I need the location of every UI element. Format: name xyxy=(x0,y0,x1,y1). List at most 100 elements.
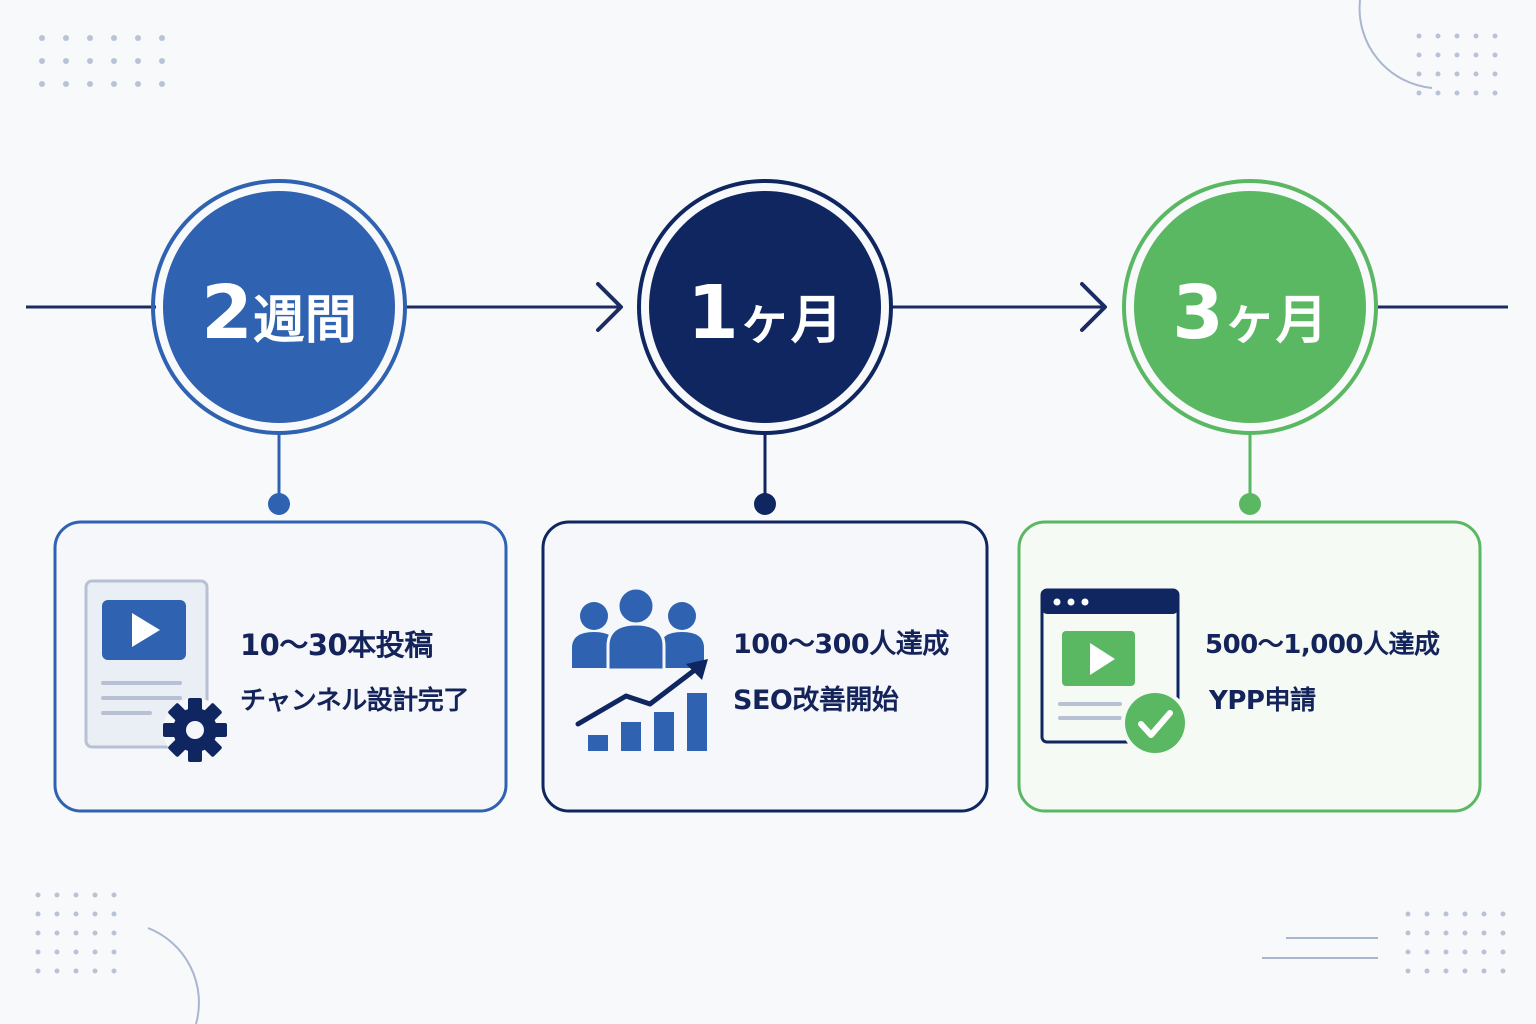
milestone-unit: ヶ月 xyxy=(1224,291,1328,351)
svg-text:1ヶ月: 1ヶ月 xyxy=(687,270,843,356)
decor-dot xyxy=(1500,949,1506,955)
decor-dot xyxy=(111,911,117,917)
decor-dot xyxy=(35,930,41,936)
card-line-1: 10～30本投稿 xyxy=(240,628,433,662)
decor-dot xyxy=(1454,52,1460,58)
decor-dot xyxy=(92,968,98,974)
decor-dot xyxy=(1492,33,1498,39)
milestone-circle xyxy=(1134,191,1366,423)
decor-dot xyxy=(1492,90,1498,96)
svg-text:2週間: 2週間 xyxy=(201,270,357,356)
decor-dot xyxy=(1424,930,1430,936)
decor-arc-bottom-left xyxy=(147,927,200,1024)
decor-dot xyxy=(54,949,60,955)
decor-dot xyxy=(111,35,117,41)
decor-dot xyxy=(1473,33,1479,39)
decor-dot xyxy=(63,35,69,41)
decor-dot xyxy=(54,892,60,898)
decor-dot xyxy=(1481,911,1487,917)
decor-dot xyxy=(1405,911,1411,917)
decor-dot xyxy=(1481,930,1487,936)
decor-dot xyxy=(73,949,79,955)
decor-dot xyxy=(1454,71,1460,77)
decor-dot xyxy=(1492,52,1498,58)
decor-dot xyxy=(39,81,45,87)
decor-dot xyxy=(1473,90,1479,96)
decor-dot xyxy=(1454,90,1460,96)
decor-dot xyxy=(135,81,141,87)
decor-dot xyxy=(111,81,117,87)
decor-dot xyxy=(135,35,141,41)
decor-dot xyxy=(1492,71,1498,77)
decor-dot xyxy=(1405,949,1411,955)
milestone-card-text-3: 500～1,000人達成 YPP申請 xyxy=(1205,617,1440,729)
decor-dot xyxy=(87,81,93,87)
timeline-axis xyxy=(26,282,1508,332)
decor-dot xyxy=(1435,90,1441,96)
decor-dot xyxy=(35,968,41,974)
decor-dot xyxy=(1462,968,1468,974)
audience-growth-chart-icon xyxy=(572,586,708,751)
decor-dot xyxy=(1416,71,1422,77)
decor-dot xyxy=(1443,949,1449,955)
decor-dot xyxy=(1443,930,1449,936)
card-line-1: 500～1,000人達成 xyxy=(1205,630,1440,660)
decor-dot xyxy=(63,58,69,64)
connector-dot xyxy=(754,493,776,515)
milestone-number: 1 xyxy=(687,270,739,356)
decor-dot xyxy=(87,58,93,64)
decor-dot xyxy=(73,930,79,936)
decor-dot xyxy=(1500,968,1506,974)
card-line-2: チャンネル設計完了 xyxy=(240,686,469,716)
decor-dot xyxy=(92,892,98,898)
decor-dot xyxy=(1416,90,1422,96)
document-video-gear-icon xyxy=(84,579,227,762)
milestone-unit: 週間 xyxy=(253,291,357,351)
decor-dot xyxy=(1473,71,1479,77)
decor-dot xyxy=(159,81,165,87)
decor-dot xyxy=(73,968,79,974)
decor-dot xyxy=(35,911,41,917)
decor-dot xyxy=(111,892,117,898)
decor-dots-top-left xyxy=(39,35,165,87)
decor-dot xyxy=(35,949,41,955)
connector-dot xyxy=(1239,493,1261,515)
decor-dot xyxy=(73,892,79,898)
decor-dot xyxy=(1424,949,1430,955)
decor-dot xyxy=(1473,52,1479,58)
browser-video-check-icon xyxy=(1040,588,1189,757)
decor-dots-bottom-left xyxy=(35,892,117,974)
decor-dot xyxy=(92,949,98,955)
milestone-3-months: 3ヶ月 xyxy=(1017,179,1482,813)
decor-dot xyxy=(92,911,98,917)
decor-dot xyxy=(1424,911,1430,917)
decor-dot xyxy=(1405,968,1411,974)
decor-dot xyxy=(87,35,93,41)
decor-dots-top-right xyxy=(1416,33,1498,96)
decor-dot xyxy=(54,930,60,936)
decor-dot xyxy=(63,81,69,87)
milestone-1-month: 1ヶ月 xyxy=(541,179,989,813)
decor-dot xyxy=(35,892,41,898)
card-line-2: SEO改善開始 xyxy=(733,685,899,716)
decor-arc-top-right xyxy=(1358,0,1433,89)
svg-text:3ヶ月: 3ヶ月 xyxy=(1172,270,1328,356)
decor-dot xyxy=(159,35,165,41)
decor-dot xyxy=(1405,930,1411,936)
decor-dot xyxy=(159,58,165,64)
decor-dot xyxy=(1443,911,1449,917)
milestone-number: 2 xyxy=(201,270,253,356)
decor-dot xyxy=(1462,949,1468,955)
decor-dot xyxy=(111,968,117,974)
decor-dot xyxy=(1416,33,1422,39)
milestone-unit: ヶ月 xyxy=(739,291,843,351)
decor-dot xyxy=(1435,52,1441,58)
decor-dot xyxy=(54,968,60,974)
decor-dot xyxy=(1443,968,1449,974)
timeline-arrow-1 xyxy=(596,282,623,332)
decor-dot xyxy=(39,35,45,41)
timeline-arrow-2 xyxy=(1080,282,1107,332)
decor-dot xyxy=(1424,968,1430,974)
decor-dot xyxy=(1435,33,1441,39)
